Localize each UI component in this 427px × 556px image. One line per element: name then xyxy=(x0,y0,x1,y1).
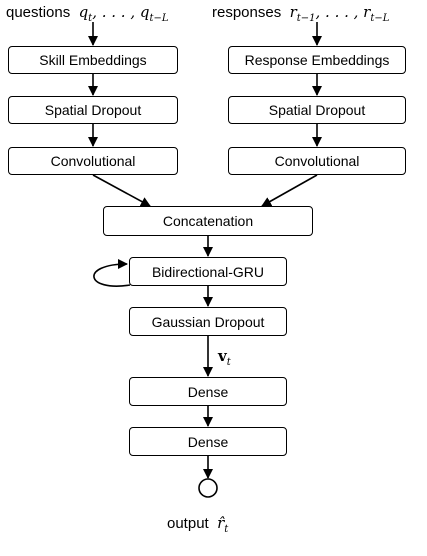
dense-box-1: Dense xyxy=(129,377,287,406)
spatial-dropout-left-box: Spatial Dropout xyxy=(8,96,178,124)
arrow-conv-right-to-concat xyxy=(261,174,318,207)
gru-self-loop-arrow xyxy=(93,259,131,287)
questions-input-label: questions qt, . . . , qt−L xyxy=(6,3,169,24)
skill-embeddings-box: Skill Embeddings xyxy=(8,46,178,74)
output-math: r̂t xyxy=(217,514,229,535)
spatial-dropout-right-box: Spatial Dropout xyxy=(228,96,406,124)
vector-vt-label: vt xyxy=(218,347,231,368)
convolutional-left-box: Convolutional xyxy=(8,147,178,175)
gaussian-dropout-box: Gaussian Dropout xyxy=(129,307,287,336)
responses-sequence-math: rt−1, . . . , rt−L xyxy=(289,3,390,24)
bidirectional-gru-box: Bidirectional-GRU xyxy=(129,257,287,286)
output-label: output r̂t xyxy=(167,514,229,535)
responses-input-label: responses rt−1, . . . , rt−L xyxy=(212,3,390,24)
output-node xyxy=(198,478,218,498)
arrow-conv-left-to-concat xyxy=(92,174,151,207)
questions-sequence-math: qt, . . . , qt−L xyxy=(78,3,169,24)
response-embeddings-box: Response Embeddings xyxy=(228,46,406,74)
concatenation-box: Concatenation xyxy=(103,206,313,236)
dense-box-2: Dense xyxy=(129,427,287,456)
convolutional-right-box: Convolutional xyxy=(228,147,406,175)
